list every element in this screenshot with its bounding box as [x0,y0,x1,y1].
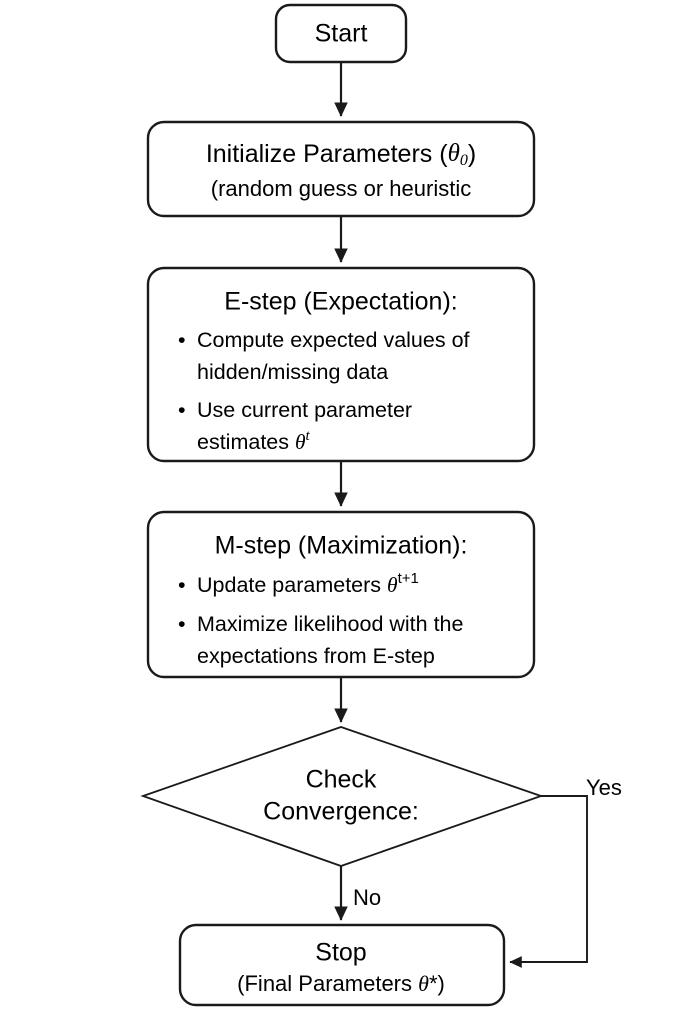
node-mstep-theta-symbol: θ [387,573,398,597]
node-mstep-bullet-2-line-2: expectations from E-step [197,644,435,668]
node-estep-bullet-2-line-2-pre: estimates [197,430,295,454]
node-mstep-heading: M-step (Maximization): [215,532,468,560]
node-start[interactable]: Start [274,3,408,64]
node-estep-theta-symbol: θ [295,430,306,454]
node-stop-shape [178,923,506,1007]
node-initialize-subtitle: (random guess or heuristic [211,176,471,201]
edge-label-yes: Yes [586,775,622,800]
node-check-convergence-label-line-1: Check [306,766,377,794]
node-stop-subtitle: (Final Parameters θ*) [237,971,445,996]
node-initialize[interactable]: Initialize Parameters (θ0) (random guess… [146,120,536,218]
node-initialize-heading-post: ) [468,140,476,168]
node-mstep-bullet-1-pre: Update parameters [197,573,387,597]
node-stop-subtitle-pre: (Final Parameters [237,971,418,996]
node-initialize-shape [146,120,536,218]
node-mstep-shape [146,510,536,679]
node-mstep[interactable]: M-step (Maximization): • Update paramete… [146,510,536,679]
node-estep-bullet-1-glyph: • [178,328,186,352]
node-estep-shape [146,266,536,463]
node-check-convergence-label-line-2: Convergence: [263,798,419,826]
node-estep-bullet-2-line-2: estimates θt [197,428,311,454]
node-initialize-heading-pre: Initialize Parameters ( [206,140,448,168]
node-estep-bullet-1-line-2: hidden/missing data [197,360,388,384]
node-mstep-bullet-2-line-1: Maximize likelihood with the [197,612,463,636]
node-estep-heading: E-step (Expectation): [224,288,457,316]
node-stop-label: Stop [315,939,366,967]
node-estep-bullet-2-glyph: • [178,398,186,422]
node-mstep-bullet-1-line-1: Update parameters θt+1 [197,570,419,597]
node-estep-theta-superscript: t [306,428,311,444]
node-mstep-bullet-1-glyph: • [178,573,186,597]
node-start-label: Start [315,20,368,48]
node-stop-subtitle-post: *) [429,971,445,996]
node-estep-bullet-2-line-1: Use current parameter [197,398,412,422]
node-estep[interactable]: E-step (Expectation): • Compute expected… [146,266,536,463]
node-check-convergence[interactable]: Check Convergence: [140,726,544,867]
node-mstep-bullet-2-glyph: • [178,612,186,636]
node-estep-bullet-1-line-1: Compute expected values of [197,328,470,352]
node-stop-theta-symbol: θ [418,971,429,996]
node-initialize-heading-symbol: θ [448,140,460,167]
node-initialize-heading-subscript: 0 [460,152,468,169]
node-start-shape [274,3,408,64]
node-check-convergence-shape [140,726,544,867]
node-mstep-theta-superscript: t+1 [398,570,419,587]
edge-check-yes-to-stop [509,795,588,968]
node-stop[interactable]: Stop (Final Parameters θ*) [178,923,506,1007]
node-initialize-heading: Initialize Parameters (θ0) [206,140,476,169]
edge-label-no: No [353,885,381,910]
